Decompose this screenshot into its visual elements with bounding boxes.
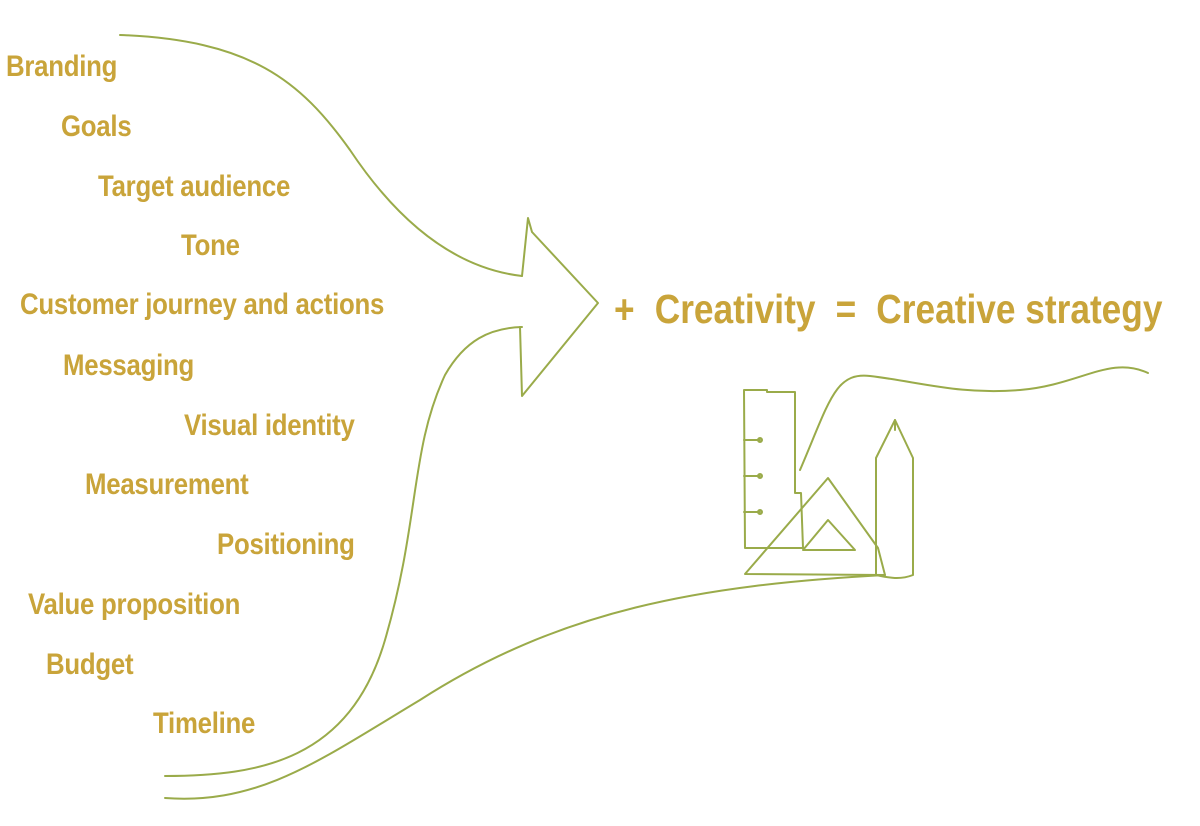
bottom-sweep-curve <box>164 574 886 800</box>
hand-drawn-arrow-icon <box>519 217 599 397</box>
label-visual-identity: Visual identity <box>184 409 355 442</box>
bottom-flow-curve <box>164 326 523 777</box>
creative-strategy-label: Creative strategy <box>876 286 1163 332</box>
label-goals: Goals <box>61 110 132 143</box>
creativity-label: Creativity <box>654 286 816 332</box>
label-target-audience: Target audience <box>98 170 291 203</box>
top-flow-curve <box>119 34 523 277</box>
label-customer-journey: Customer journey and actions <box>20 288 385 321</box>
label-positioning: Positioning <box>217 528 355 561</box>
equals-sign: = <box>835 286 857 332</box>
creative-strategy-equation: + Creativity = Creative strategy <box>614 287 1162 331</box>
label-timeline: Timeline <box>153 707 256 740</box>
label-branding: Branding <box>6 50 118 83</box>
label-tone: Tone <box>181 229 240 262</box>
ruler-triangle-pencil-icon <box>743 389 914 579</box>
plus-sign: + <box>614 286 635 332</box>
label-value-proposition: Value proposition <box>28 588 241 621</box>
wave-line <box>799 366 1149 471</box>
label-messaging: Messaging <box>63 349 195 382</box>
label-measurement: Measurement <box>85 468 249 501</box>
label-budget: Budget <box>46 648 134 681</box>
